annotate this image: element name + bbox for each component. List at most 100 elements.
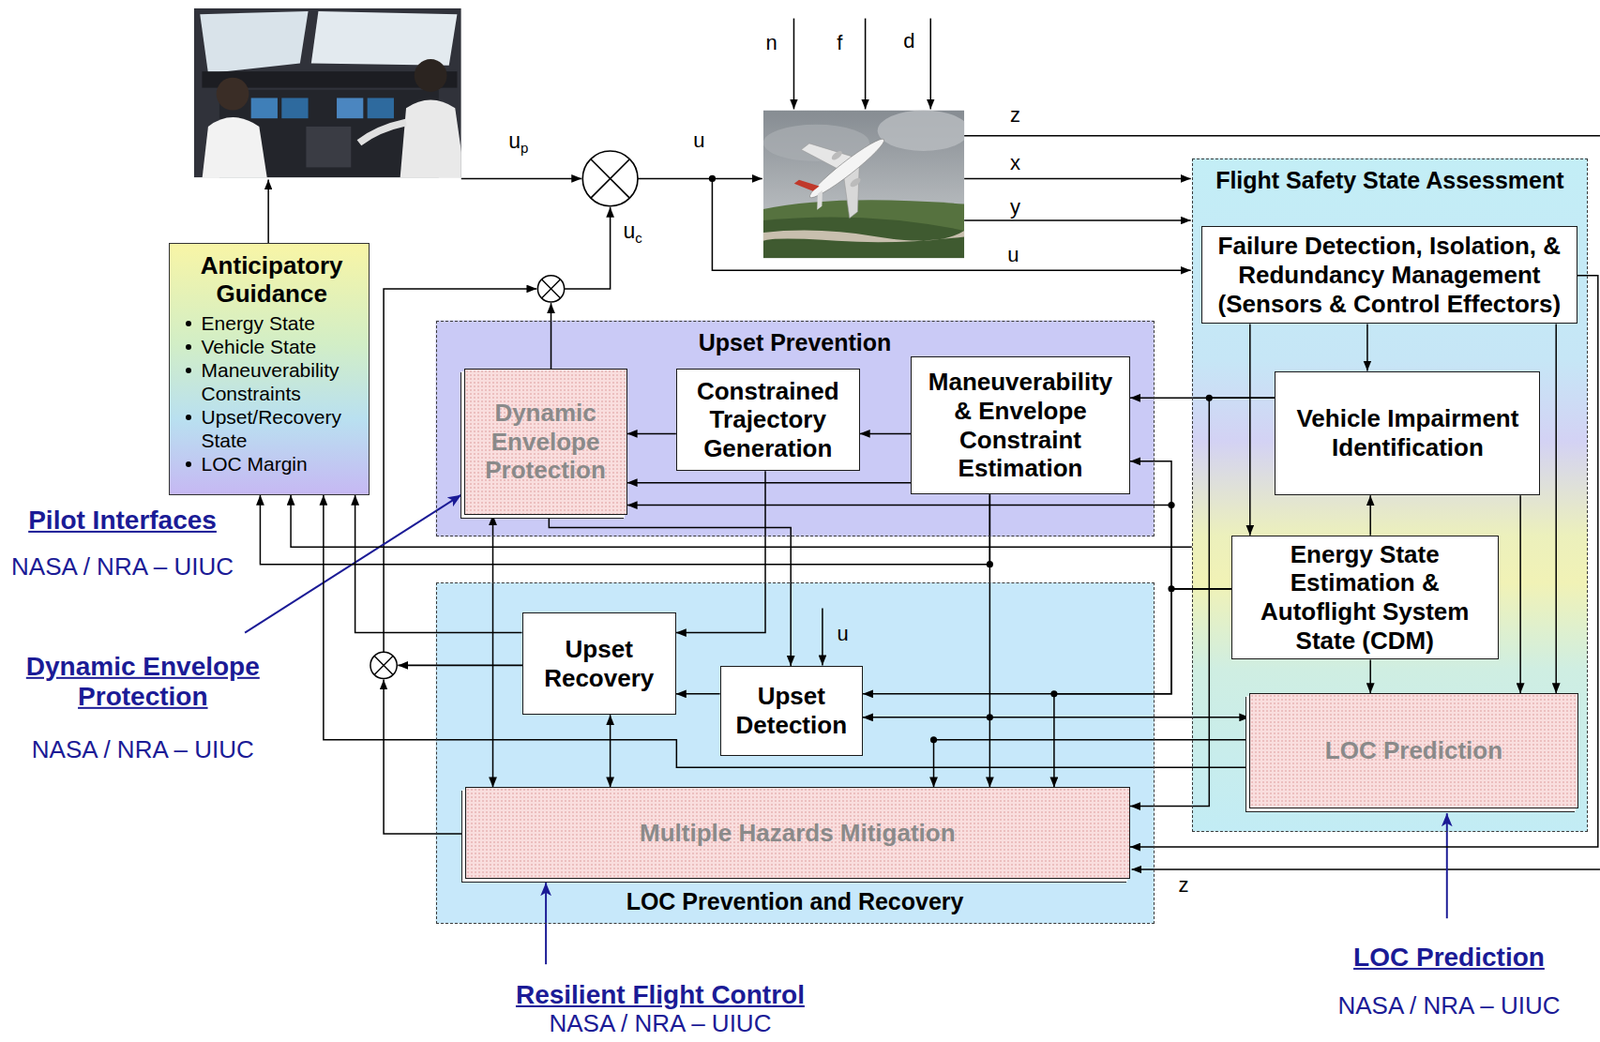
guidance-panel: Anticipatory GuidanceEnergy StateVehicle… bbox=[168, 242, 370, 496]
connector bbox=[609, 714, 612, 787]
connector bbox=[355, 495, 523, 634]
signal-label: uc bbox=[622, 218, 642, 246]
river bbox=[763, 230, 965, 243]
signal-wire bbox=[550, 302, 553, 370]
ground bbox=[763, 199, 965, 258]
panel-heading: Anticipatory Guidance bbox=[181, 251, 363, 308]
connector bbox=[1554, 323, 1557, 694]
group-band: Failure Detection, Isolation, & Redundan… bbox=[1192, 158, 1588, 832]
signal-label: f bbox=[836, 30, 843, 55]
box-label: Upset Detection bbox=[728, 681, 855, 740]
signal-wire bbox=[821, 607, 824, 665]
connector bbox=[676, 470, 766, 633]
pedestal bbox=[305, 126, 351, 168]
summing-cross bbox=[590, 159, 630, 198]
signal-wire bbox=[267, 179, 270, 242]
cockpit-window bbox=[311, 11, 458, 66]
callout-title: Pilot Interfaces bbox=[28, 505, 217, 536]
bullet-item: Vehicle State bbox=[181, 334, 363, 359]
connector bbox=[1366, 323, 1369, 371]
callout-credit: NASA / NRA – UIUC bbox=[1337, 992, 1560, 1021]
signal-wire bbox=[461, 178, 582, 181]
band-ground bbox=[436, 320, 1155, 538]
signal-wire bbox=[711, 178, 1191, 271]
highlight-box: Multiple Hazards Mitigation bbox=[465, 786, 1131, 879]
display-screen bbox=[336, 97, 363, 119]
airplane bbox=[780, 110, 909, 233]
display-screen bbox=[367, 97, 394, 119]
signal-wire bbox=[964, 178, 1192, 181]
cloud bbox=[877, 110, 965, 152]
box-label: Multiple Hazards Mitigation bbox=[639, 818, 956, 848]
signal-label: up bbox=[508, 129, 529, 157]
process-box: Vehicle Impairment Identification bbox=[1274, 371, 1540, 497]
aircraft-photo bbox=[763, 110, 965, 259]
signal-wire bbox=[964, 135, 1600, 137]
signal-label: z bbox=[1010, 103, 1021, 127]
process-box: Upset Recovery bbox=[522, 612, 677, 715]
connector bbox=[492, 514, 495, 788]
connector bbox=[934, 739, 1251, 788]
callout-title: Resilient Flight Control bbox=[515, 980, 805, 1011]
hills bbox=[763, 216, 965, 258]
process-box: Failure Detection, Isolation, & Redundan… bbox=[1201, 226, 1577, 324]
group-band: Dynamic Envelope Protection Constrained T… bbox=[436, 320, 1155, 538]
box-label: Maneuverability & Envelope Constraint Es… bbox=[917, 367, 1124, 484]
pilot-head bbox=[216, 77, 250, 111]
summing-cross bbox=[542, 279, 561, 299]
summing-cross bbox=[374, 656, 393, 676]
signal-label: z bbox=[1178, 874, 1190, 898]
connector bbox=[1369, 495, 1372, 535]
box-label: LOC Prediction bbox=[1325, 736, 1503, 766]
callout-credit: NASA / NRA – UIUC bbox=[31, 736, 255, 765]
band-ground bbox=[436, 582, 1155, 923]
signal-label: y bbox=[1010, 195, 1021, 219]
bullet-item: Energy State bbox=[181, 311, 363, 335]
highlight-box: Dynamic Envelope Protection bbox=[464, 368, 628, 515]
signal-wires bbox=[268, 18, 1600, 870]
callout-title: Dynamic Envelope Protection bbox=[15, 651, 271, 712]
cockpit-window bbox=[199, 11, 308, 74]
box-label: Energy State Estimation & Autoflight Sys… bbox=[1239, 540, 1491, 656]
band-heading: Flight Safety State Assessment bbox=[1192, 166, 1587, 195]
signal-wire bbox=[964, 219, 1192, 222]
signal-label: u bbox=[693, 128, 705, 152]
signal-wire bbox=[383, 679, 466, 834]
connector bbox=[1130, 275, 1599, 847]
disturbance-arrow bbox=[793, 18, 796, 110]
box-label: Vehicle Impairment Identification bbox=[1283, 404, 1532, 462]
connector bbox=[1249, 323, 1252, 535]
pilot-head bbox=[414, 59, 448, 92]
signal-wire bbox=[564, 207, 611, 289]
signal-label: x bbox=[1010, 150, 1021, 175]
signal-wire bbox=[1132, 868, 1600, 871]
band-heading: LOC Prevention and Recovery bbox=[437, 887, 1154, 916]
box-label: Failure Detection, Isolation, & Redundan… bbox=[1209, 231, 1569, 318]
summing-junction bbox=[582, 150, 638, 207]
signal-label: u bbox=[837, 621, 849, 646]
display-screen bbox=[281, 97, 308, 119]
callout-credit: NASA / NRA – UIUC bbox=[11, 553, 234, 582]
box-label: Upset Recovery bbox=[530, 634, 668, 693]
display-screen bbox=[251, 97, 278, 119]
band-heading: Upset Prevention bbox=[437, 328, 1154, 357]
box-label: Dynamic Envelope Protection bbox=[472, 398, 619, 485]
connector bbox=[862, 588, 1232, 695]
connector bbox=[627, 482, 911, 484]
signal-label: u bbox=[1007, 242, 1019, 267]
connector bbox=[860, 433, 911, 436]
junction-dot bbox=[709, 175, 716, 182]
connector bbox=[1369, 659, 1372, 694]
process-box: Energy State Estimation & Autoflight Sys… bbox=[1231, 535, 1499, 661]
pilot-arm bbox=[359, 122, 407, 144]
summing-junctions bbox=[370, 150, 638, 679]
callout-credit: NASA / NRA – UIUC bbox=[548, 1010, 771, 1039]
connector bbox=[676, 693, 721, 695]
callout-title: LOC Prediction bbox=[1353, 941, 1545, 972]
signal-wire bbox=[397, 664, 523, 667]
box-label: Constrained Trajectory Generation bbox=[684, 377, 852, 464]
group-band: Upset RecoveryUpset DetectionMultiple Ha… bbox=[436, 582, 1155, 923]
